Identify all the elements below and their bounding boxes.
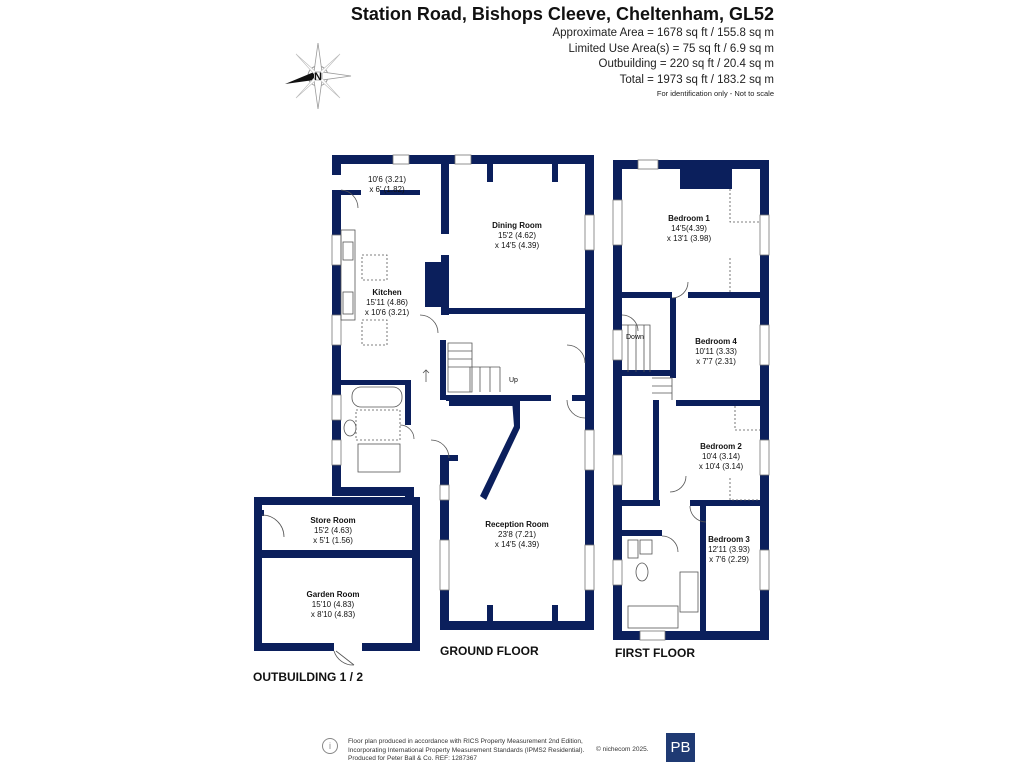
- area-line-approx: Approximate Area = 1678 sq ft / 155.8 sq…: [552, 27, 774, 39]
- area-line-limited: Limited Use Area(s) = 75 sq ft / 6.9 sq …: [568, 42, 775, 55]
- outbuilding-label: OUTBUILDING 1 / 2: [253, 670, 363, 684]
- bedroom3-dim1: 12'11 (3.93): [708, 545, 750, 554]
- dining-room-dim2: x 14'5 (4.39): [495, 241, 540, 250]
- area-summary: Approximate Area = 1678 sq ft / 155.8 sq…: [552, 26, 774, 100]
- outbuilding-walls: [254, 497, 420, 651]
- utility-dim1: 10'6 (3.21): [368, 175, 406, 184]
- ground-floor-label: GROUND FLOOR: [440, 644, 539, 658]
- compass-letter: N: [314, 71, 322, 83]
- bedroom1-name: Bedroom 1: [668, 214, 710, 223]
- bedroom1-dim2: x 13'1 (3.98): [667, 234, 712, 243]
- footer-line-2: Incorporating International Property Mea…: [348, 746, 585, 754]
- bedroom2-dim1: 10'4 (3.14): [702, 452, 740, 461]
- room-labels: 10'6 (3.21) x 6' (1.82) Dining Room 15'2…: [307, 175, 751, 619]
- bedroom3-name: Bedroom 3: [708, 535, 750, 544]
- pb-logo: PB: [666, 733, 695, 762]
- footer-line-3: Produced for Peter Ball & Co. REF: 12873…: [348, 755, 477, 762]
- dining-room-name: Dining Room: [492, 221, 542, 230]
- ground-floor-walls: [332, 155, 594, 630]
- kitchen-dim2: x 10'6 (3.21): [365, 308, 410, 317]
- ground-floor-fixtures: [331, 154, 595, 591]
- dining-room-dim1: 15'2 (4.62): [498, 231, 536, 240]
- footer-copyright: © nichecom 2025.: [596, 746, 649, 753]
- footer-line-1: Floor plan produced in accordance with R…: [348, 738, 583, 745]
- kitchen-dim1: 15'11 (4.86): [366, 298, 408, 307]
- store-room-name: Store Room: [310, 516, 355, 525]
- first-floor-label: FIRST FLOOR: [615, 646, 695, 660]
- reception-room-dim1: 23'8 (7.21): [498, 530, 536, 539]
- info-icon: i: [322, 738, 338, 754]
- garden-room-dim1: 15'10 (4.83): [312, 600, 355, 609]
- store-room-dim2: x 5'1 (1.56): [313, 536, 353, 545]
- garden-room-name: Garden Room: [307, 590, 360, 599]
- area-line-outbuilding: Outbuilding = 220 sq ft / 20.4 sq m: [598, 58, 774, 70]
- footer-notes: Floor plan produced in accordance with R…: [348, 738, 649, 764]
- bedroom2-name: Bedroom 2: [700, 442, 742, 451]
- stairs-down-label: Down: [626, 334, 644, 341]
- property-title: Station Road, Bishops Cleeve, Cheltenham…: [350, 4, 774, 24]
- utility-dim2: x 6' (1.82): [369, 185, 405, 194]
- bedroom4-dim1: 10'11 (3.33): [695, 347, 737, 356]
- floor-labels: GROUND FLOOR FIRST FLOOR OUTBUILDING 1 /…: [253, 644, 695, 684]
- bedroom4-dim2: x 7'7 (2.31): [696, 357, 736, 366]
- identification-note: For identification only - Not to scale: [656, 89, 774, 98]
- area-line-total: Total = 1973 sq ft / 183.2 sq m: [619, 73, 774, 86]
- store-room-dim1: 15'2 (4.63): [314, 526, 352, 535]
- reception-room-name: Reception Room: [485, 520, 549, 529]
- first-floor-walls: [613, 160, 769, 640]
- bedroom2-dim2: x 10'4 (3.14): [699, 462, 744, 471]
- outbuilding-doors: [261, 514, 355, 666]
- bedroom3-dim2: x 7'6 (2.29): [709, 555, 749, 564]
- compass-icon: N: [285, 42, 352, 110]
- garden-room-dim2: x 8'10 (4.83): [311, 610, 356, 619]
- bedroom4-name: Bedroom 4: [695, 337, 737, 346]
- kitchen-name: Kitchen: [372, 288, 401, 297]
- stairs-up-label: Up: [509, 377, 518, 384]
- first-floor-fixtures: [612, 159, 770, 641]
- bedroom1-dim1: 14'5(4.39): [671, 224, 707, 233]
- reception-room-dim2: x 14'5 (4.39): [495, 540, 540, 549]
